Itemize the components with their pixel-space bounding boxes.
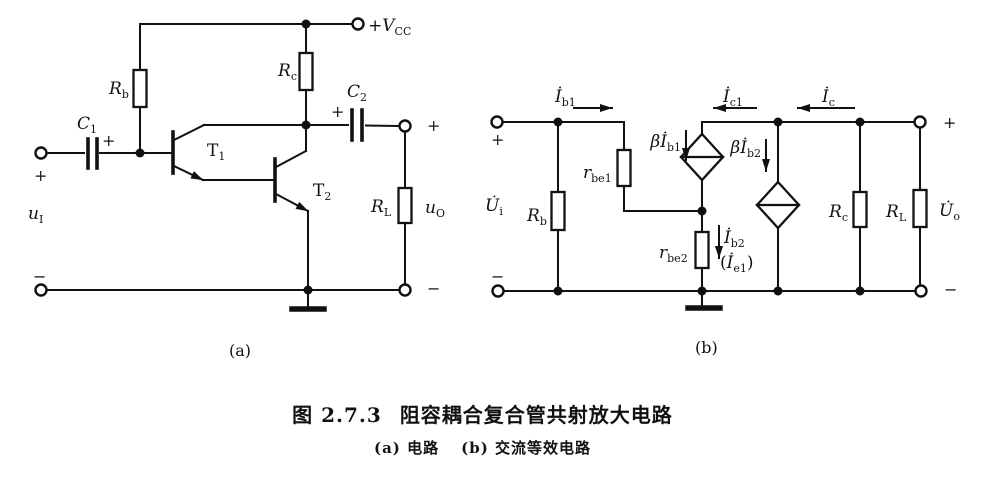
label-rb-b: Rb xyxy=(526,206,547,228)
label-rbe2: rbe2 xyxy=(659,243,688,265)
terminals-b xyxy=(490,115,928,298)
label-c2-plus: + xyxy=(331,102,344,121)
capacitor-c2 xyxy=(350,108,364,142)
resistor-rl-b xyxy=(912,188,928,229)
resistor-rc-a xyxy=(298,51,314,92)
resistor-rb-b xyxy=(550,190,566,232)
caption-part-b: (b) 交流等效电路 xyxy=(461,439,592,457)
label-rc-a: Rc xyxy=(277,61,297,83)
vcc-terminal xyxy=(351,17,365,31)
terminals-a xyxy=(34,17,412,297)
label-beta-ib2: βİb2 xyxy=(729,137,761,160)
label-t1: T1 xyxy=(207,141,225,163)
label-beta-ib1: βİb1 xyxy=(649,131,681,154)
label-output-plus-a: + xyxy=(427,116,440,135)
label-rl-b: RL xyxy=(885,202,907,224)
label-ui-b: U̇i xyxy=(485,196,503,218)
label-rc-b: Rc xyxy=(828,202,848,224)
label-ic1: İc1 xyxy=(722,86,743,109)
label-t2: T2 xyxy=(313,181,331,203)
label-output-plus-b: + xyxy=(943,113,956,132)
figure-number: 图 2.7.3 xyxy=(292,403,382,427)
resistor-rc-b xyxy=(852,190,868,229)
label-input-plus-b: + xyxy=(491,130,504,149)
figure-caption: 图 2.7.3 阻容耦合复合管共射放大电路 (a) 电路 (b) 交流等效电路 xyxy=(0,399,965,458)
label-input-plus-a: + xyxy=(34,166,47,185)
output-terminal-b xyxy=(913,115,927,129)
label-ic: İc xyxy=(821,86,835,109)
label-input-minus-a: − xyxy=(33,267,46,286)
circuit-b: İb1 İc1 İc βİb1 βİb2 rbe1 rbe2 İb2 (İe1)… xyxy=(485,86,960,357)
label-uo-a: uO xyxy=(425,198,445,220)
input-terminal-a xyxy=(34,146,48,160)
label-c2: C2 xyxy=(347,82,367,104)
label-input-minus-b: − xyxy=(491,267,504,286)
label-output-minus-b: − xyxy=(944,280,957,299)
sublabel-b: (b) xyxy=(695,338,718,357)
caption-part-a: (a) 电路 xyxy=(373,439,440,457)
junction-dots-b xyxy=(553,117,865,296)
input-ground-terminal-b xyxy=(491,284,505,298)
output-ground-terminal-b xyxy=(914,284,928,298)
label-rb-a: Rb xyxy=(108,79,129,101)
label-rl-a: RL xyxy=(370,197,392,219)
caption-line1: 图 2.7.3 阻容耦合复合管共射放大电路 xyxy=(0,399,965,428)
label-ib1: İb1 xyxy=(554,86,576,109)
figure-title: 阻容耦合复合管共射放大电路 xyxy=(399,403,673,427)
label-output-minus-a: − xyxy=(427,279,440,298)
label-uo-b: U̇o xyxy=(939,201,960,223)
current-source-beta-ib2 xyxy=(755,180,801,230)
label-vcc: +VCC xyxy=(368,16,411,38)
input-terminal-b xyxy=(490,115,504,129)
circuit-a: uI + − C1 + Rb Rc +VCC T1 T2 C2 + + − RL… xyxy=(28,16,445,360)
label-c1-plus: + xyxy=(102,131,115,150)
resistor-rb-a xyxy=(132,68,148,109)
caption-line2: (a) 电路 (b) 交流等效电路 xyxy=(0,437,965,458)
transistor-t2 xyxy=(273,126,310,213)
junction-dots-a xyxy=(135,19,313,295)
output-terminal-a xyxy=(398,119,412,133)
resistor-rl-a xyxy=(397,186,413,225)
label-ui-a: uI xyxy=(28,204,43,226)
current-source-beta-ib1 xyxy=(679,132,725,182)
capacitor-c1 xyxy=(86,137,99,170)
output-ground-terminal-a xyxy=(398,283,412,297)
resistor-rbe2 xyxy=(694,230,710,270)
label-ib2: İb2 xyxy=(723,227,745,250)
circuit-diagram: uI + − C1 + Rb Rc +VCC T1 T2 C2 + + − RL… xyxy=(28,16,960,360)
label-rbe1: rbe1 xyxy=(583,163,612,185)
resistor-rbe1 xyxy=(616,148,632,188)
label-ie1: (İe1) xyxy=(720,252,754,275)
transistor-t1 xyxy=(171,123,274,182)
current-arrows-b xyxy=(573,104,855,259)
sublabel-a: (a) xyxy=(229,341,251,360)
circuit-a-wires xyxy=(45,23,406,291)
input-ground-terminal-a xyxy=(34,283,48,297)
label-c1: C1 xyxy=(77,114,97,136)
